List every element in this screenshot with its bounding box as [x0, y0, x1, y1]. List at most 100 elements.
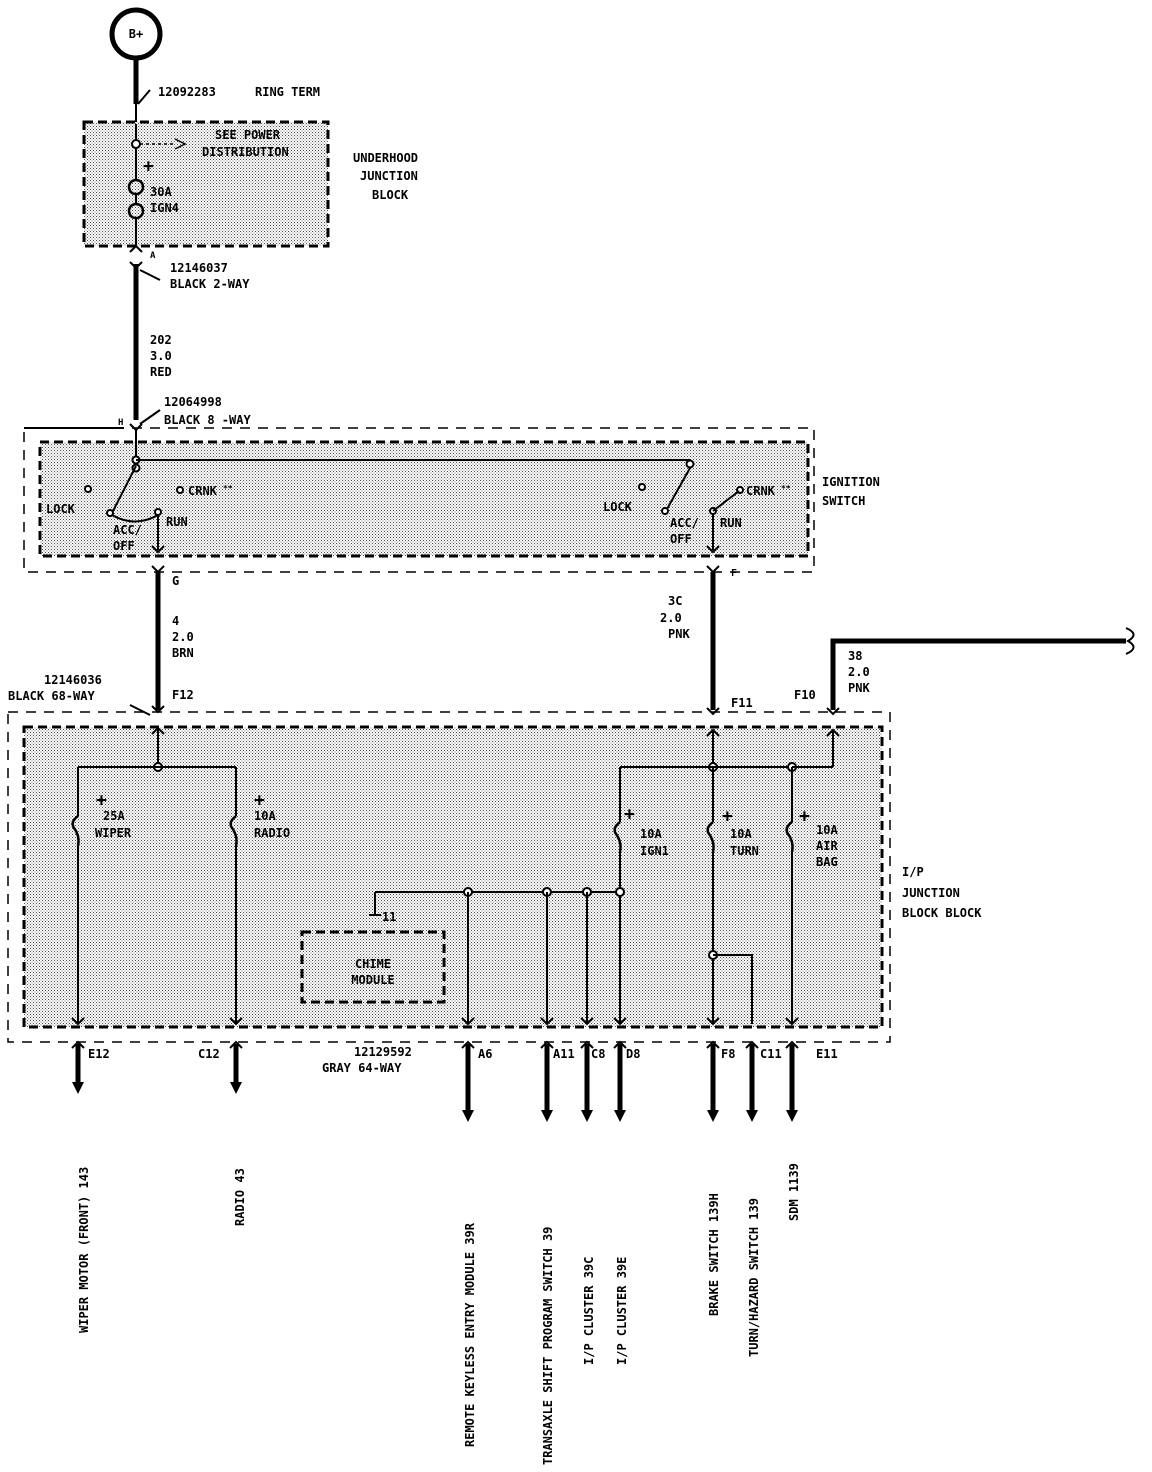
conn-gray-part: 12129592	[354, 1045, 412, 1059]
conn-ip-desc: BLACK 68-WAY	[8, 689, 95, 703]
pin-g: G	[172, 574, 179, 588]
out-radio: RADIO 43	[233, 1168, 247, 1226]
arrow-down-icon	[72, 1082, 84, 1094]
ign-crnk-right-sup: **	[781, 484, 791, 493]
ignition-name-2: SWITCH	[822, 494, 865, 508]
pin-c12: C12	[198, 1047, 220, 1061]
arrow-down-icon	[462, 1110, 474, 1122]
chime-name-2: MODULE	[351, 973, 394, 987]
fuse-ign1-name: IGN1	[640, 844, 669, 858]
pin-c8: C8	[591, 1047, 605, 1061]
ign1-fuse-plus: +	[624, 804, 635, 825]
ign-acc-left-1: ACC/	[113, 523, 142, 537]
conn-a-pin: A	[150, 251, 156, 261]
fuse-turn-name: TURN	[730, 844, 759, 858]
output-wires	[71, 1040, 799, 1122]
ign-run-left: RUN	[166, 515, 188, 529]
see-power-line1: SEE POWER	[215, 128, 281, 142]
ign-crnk-right: CRNK	[746, 484, 776, 498]
arrow-down-icon	[541, 1110, 553, 1122]
pin-f10: F10	[794, 688, 816, 702]
battery-label: B+	[129, 27, 143, 41]
ign-crnk-left: CRNK	[188, 484, 218, 498]
ring-term-label: RING TERM	[255, 85, 320, 99]
switch-contact-icon	[84, 485, 92, 493]
fuse-30a-amp: 30A	[150, 185, 172, 199]
wire-202-color: RED	[150, 365, 172, 379]
wire-4-color: BRN	[172, 646, 194, 660]
underhood-junction-block: SEE POWER DISTRIBUTION + 30A IGN4	[82, 120, 330, 248]
pin-f: F	[731, 568, 737, 579]
out-transaxle-switch: TRANSAXLE SHIFT PROGRAM SWITCH 39	[541, 1227, 555, 1465]
fuse-30a-name: IGN4	[150, 201, 179, 215]
fuse-radio-name: RADIO	[254, 826, 290, 840]
ign-crnk-left-sup: **	[223, 484, 233, 493]
out-ip-cluster-39e: I/P CLUSTER 39E	[615, 1257, 629, 1365]
bottom-pins: E12 C12 A6 A11 C8 D8 F8 C11 E11	[88, 1047, 838, 1061]
turn-fuse-plus: +	[722, 806, 733, 827]
underhood-name-3: BLOCK	[372, 188, 409, 202]
conn-ip-part: 12146036	[44, 673, 102, 687]
arrow-down-icon	[786, 1110, 798, 1122]
wire-202-gauge: 3.0	[150, 349, 172, 363]
ign-run-right: RUN	[720, 516, 742, 530]
arrow-down-icon	[581, 1110, 593, 1122]
ip-junction-block: + 25A WIPER + 10A RADIO + 10A IGN1	[7, 705, 891, 1043]
wire-4-gauge: 2.0	[172, 630, 194, 644]
arrow-right-icon	[174, 138, 187, 150]
underhood-name-1: UNDERHOOD	[353, 151, 418, 165]
ip-junction-name-1: I/P	[902, 865, 924, 879]
out-keyless-entry: REMOTE KEYLESS ENTRY MODULE 39R	[463, 1222, 477, 1447]
conn-a-part: 12146037	[170, 261, 228, 275]
fuse-airbag-amp: 10A	[816, 823, 838, 837]
ign-acc-left-2: OFF	[113, 539, 135, 553]
ip-junction-name-3: BLOCK BLOCK	[902, 906, 982, 920]
fuse-wiper-name: WIPER	[95, 826, 132, 840]
ignition-name-1: IGNITION	[822, 475, 880, 489]
see-power-line2: DISTRIBUTION	[202, 145, 289, 159]
pin-e12: E12	[88, 1047, 110, 1061]
wiper-fuse-plus: +	[96, 790, 107, 811]
fuse-radio-amp: 10A	[254, 809, 276, 823]
arrow-down-icon	[746, 1110, 758, 1122]
fuse-turn-amp: 10A	[730, 827, 752, 841]
chime-pin: 11	[382, 910, 396, 924]
pin-f12: F12	[172, 688, 194, 702]
wire-38-color: PNK	[848, 681, 870, 695]
output-labels: WIPER MOTOR (FRONT) 143 RADIO 43 REMOTE …	[77, 1163, 801, 1465]
wire-202-num: 202	[150, 333, 172, 347]
conn-h-desc: BLACK 8 -WAY	[164, 413, 251, 427]
chime-name-1: CHIME	[355, 957, 391, 971]
ign-acc-right-2: OFF	[670, 532, 692, 546]
out-wiper-motor: WIPER MOTOR (FRONT) 143	[77, 1167, 91, 1333]
fuse-plus: +	[143, 156, 154, 177]
arrow-down-icon	[707, 1110, 719, 1122]
conn-a-desc: BLACK 2-WAY	[170, 277, 250, 291]
conn-gray-desc: GRAY 64-WAY	[322, 1061, 402, 1075]
wire-3c-num: 3C	[668, 594, 682, 608]
pin-f8: F8	[721, 1047, 735, 1061]
pin-d8: D8	[626, 1047, 640, 1061]
wire-4-num: 4	[172, 614, 179, 628]
fuse-ign1-amp: 10A	[640, 827, 662, 841]
ignition-switch: LOCK CRNK ** ACC/ OFF RUN LOCK ACC/ OFF …	[23, 427, 815, 573]
out-sdm: SDM 1139	[787, 1163, 801, 1221]
out-turn-hazard: TURN/HAZARD SWITCH 139	[747, 1198, 761, 1357]
fuse-airbag-name-2: BAG	[816, 855, 838, 869]
arrow-down-icon	[614, 1110, 626, 1122]
wire-38-num: 38	[848, 649, 862, 663]
wire-38-gauge: 2.0	[848, 665, 870, 679]
underhood-name-2: JUNCTION	[360, 169, 418, 183]
ign-lock-left: LOCK	[46, 502, 76, 516]
arrow-down-icon	[230, 1082, 242, 1094]
ign-lock-right: LOCK	[603, 500, 633, 514]
fuse-wiper-amp: 25A	[103, 809, 125, 823]
pin-e11: E11	[816, 1047, 838, 1061]
fuse-airbag-name-1: AIR	[816, 839, 838, 853]
pin-c11: C11	[760, 1047, 782, 1061]
radio-fuse-plus: +	[254, 790, 265, 811]
wire-3c-gauge: 2.0	[660, 611, 682, 625]
conn-h-pin: H	[118, 418, 123, 428]
out-ip-cluster-39c: I/P CLUSTER 39C	[582, 1257, 596, 1365]
